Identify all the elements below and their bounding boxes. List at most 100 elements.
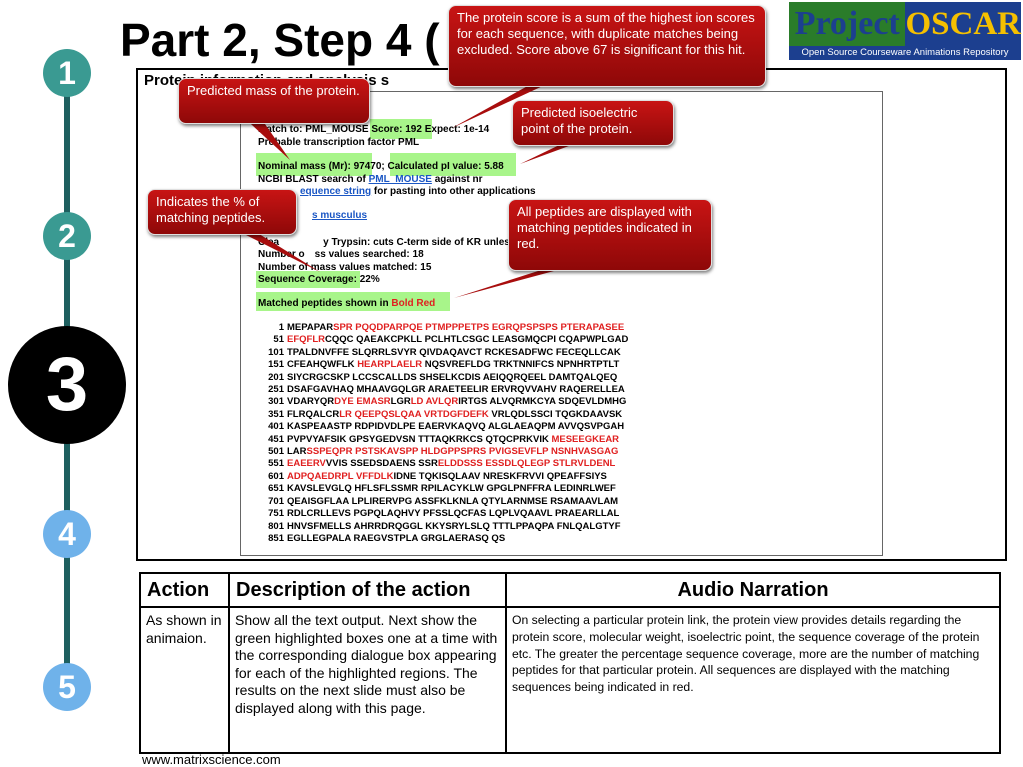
sequence-segment: IDNE TQKISQLAAV NRESKFRVVI QPEAFFSIYS — [393, 470, 607, 482]
matched-peptide: MESEEGKEAR — [551, 433, 620, 445]
matched-peptide: EFQFLR — [287, 334, 325, 346]
sequence-segment: DSAFGAVHAQ MHAAVGQLGR ARAETEELIR ERVRQVV… — [287, 384, 625, 396]
sequence-position: 501 — [268, 446, 284, 458]
nominal-mass-text: Nominal mass (Mr): 97470 — [258, 161, 382, 172]
sequence-segment: RDLCRLLEVS PGPQLAQHVY PFSSLQCFAS LQPLVQA… — [287, 508, 620, 520]
score-callout: The protein score is a sum of the highes… — [448, 5, 766, 87]
sequence-position: 701 — [268, 495, 284, 507]
action-cell: As shown in animaion. — [139, 606, 230, 754]
step-2-marker[interactable]: 2 — [43, 212, 91, 260]
sequence-segment: NQSVREFLDG TRKTNNIFCS NPNHRTPTLT — [422, 359, 620, 371]
sequence-segment: CFEAHQWFLK — [287, 359, 358, 371]
sequence-segment: VDARYQR — [287, 396, 335, 408]
sequence-string-link[interactable]: equence string — [300, 186, 372, 197]
matched-peptides-highlight — [256, 292, 450, 311]
step-5-marker[interactable]: 5 — [43, 663, 91, 711]
description-cell: Show all the text output. Next show the … — [228, 606, 507, 754]
step-1-marker[interactable]: 1 — [43, 49, 91, 97]
sequence-position: 601 — [268, 470, 284, 482]
sequence-position: 401 — [268, 421, 284, 433]
matched-peptide: SSPEQPR PSTSKAVSPP HLDGPPSPRS PVIGSEVFLP… — [306, 446, 619, 458]
logo-project-text: Project — [789, 2, 906, 46]
sequence-string-suffix: for pasting into other applications — [373, 186, 536, 197]
mass-highlight — [256, 153, 372, 176]
match-to-text: Match to: PML_MOUSE — [258, 124, 369, 135]
sequence-segment: HNVSFMELLS AHRRDRQGGL KKYSRYLSLQ TTTLPPA… — [287, 520, 621, 532]
sequence-position: 1 — [278, 322, 284, 333]
blast-link[interactable]: PML_MOUSE — [368, 174, 432, 185]
sequence-segment: MEPAPAR — [287, 322, 334, 333]
sequence-position: 451 — [268, 433, 284, 445]
score-highlight — [370, 119, 432, 139]
coverage-callout: Indicates the % of matching peptides. — [147, 189, 297, 235]
taxonomy-link[interactable]: s musculus — [312, 210, 368, 221]
matched-peptide: SPR PQQDPARPQE PTMPPPETPS EGRQPSPSPS PTE… — [333, 322, 625, 333]
matched-peptides-line: Matched peptides shown in Bold Red — [258, 298, 435, 310]
sequence-position: 301 — [268, 396, 284, 408]
step-4-marker[interactable]: 4 — [43, 510, 91, 558]
values-searched-rest: ss values searched: 18 — [314, 249, 424, 260]
sequence-segment: LAR — [287, 446, 307, 458]
matched-peptide: DYE EMASR — [334, 396, 391, 408]
score-text: Score: 192 — [371, 124, 422, 135]
pi-value-text: Calculated pI value: 5.88 — [387, 161, 504, 172]
bold-red-text: Bold Red — [391, 298, 436, 309]
cleavage-rest: y Trypsin: cuts C-term side of KR unles — [323, 237, 510, 248]
slide-title: Part 2, Step 4 ( — [120, 14, 440, 66]
values-searched-prefix: Number o — [258, 249, 305, 260]
mass-pi-line: Nominal mass (Mr): 97470; Calculated pI … — [258, 161, 504, 172]
values-matched-line: Number of mass values matched: 15 — [258, 262, 432, 273]
sequence-position: 51 — [273, 334, 284, 346]
sequence-segment: LGR — [390, 396, 411, 408]
matched-peptide: ADPQAEDRPL VFFDLK — [287, 470, 394, 482]
pi-callout: Predicted isoelectric point of the prote… — [512, 100, 674, 146]
score-callout-pointer — [452, 78, 560, 128]
logo-subtitle: Open Source Courseware Animations Reposi… — [789, 46, 1021, 60]
sequence-segment: CQQC QAEAKCPKLL PCLHTLCSGC LEASGMQCPI CQ… — [325, 334, 629, 346]
blast-suffix: against nr — [434, 174, 483, 185]
mass-callout: Predicted mass of the protein. — [178, 78, 370, 124]
step-3-marker-current[interactable]: 3 — [8, 326, 126, 444]
sequence-position: 851 — [268, 532, 284, 544]
matched-peptide: EAEERV — [287, 458, 326, 470]
coverage-callout-pointer — [230, 227, 320, 272]
sequence-segment: QEAISGFLAA LPLIRERVPG ASSFKLKNLA QTYLARN… — [287, 495, 619, 507]
peptides-callout: All peptides are displayed with matching… — [508, 199, 712, 271]
project-oscar-logo[interactable]: Project OSCAR Open Source Courseware Ani… — [789, 2, 1021, 60]
protein-description: Probable transcription factor PML — [258, 137, 420, 148]
sequence-position: 651 — [268, 483, 284, 495]
sequence-position: 351 — [268, 408, 284, 420]
sequence-segment: VRLQDLSSCI TQGKDAAVSK — [488, 408, 623, 420]
sequence-string-line: equence string for pasting into other ap… — [300, 186, 536, 198]
expect-text: Expect: 1e-14 — [424, 124, 490, 135]
sequence-segment: VVIS SSEDSDAENS SSR — [325, 458, 438, 470]
blast-prefix: NCBI BLAST search of — [258, 174, 366, 185]
sequence-position: 101 — [268, 346, 284, 358]
sequence-segment: PVPVYAFSIK GPSYGEDVSN TTTAQKRKCS QTQCPRK… — [287, 433, 552, 445]
sequence-position: 251 — [268, 384, 284, 396]
action-description-table: Action Description of the action Audio N… — [139, 572, 1001, 754]
sequence-segment: FLRQALCR — [287, 408, 340, 420]
sequence-position: 151 — [268, 359, 284, 371]
source-footer: www.matrixscience.com — [142, 752, 281, 767]
pi-highlight — [390, 153, 516, 176]
sequence-segment: EGLLEGPALA RAEGVSTPLA GRGLAERASQ QS — [287, 532, 506, 544]
taxonomy-line: s musculus — [312, 210, 367, 222]
matched-peptide: LD AVLQR — [410, 396, 459, 408]
sequence-position: 201 — [268, 371, 284, 383]
matched-peptide: ELDDSSS ESSDLQLEGP STLRVLDENL — [437, 458, 616, 470]
sequence-segment: SIYCRGCSKP LCCSCALLDS SHSELKCDIS AEIQQRQ… — [287, 371, 618, 383]
